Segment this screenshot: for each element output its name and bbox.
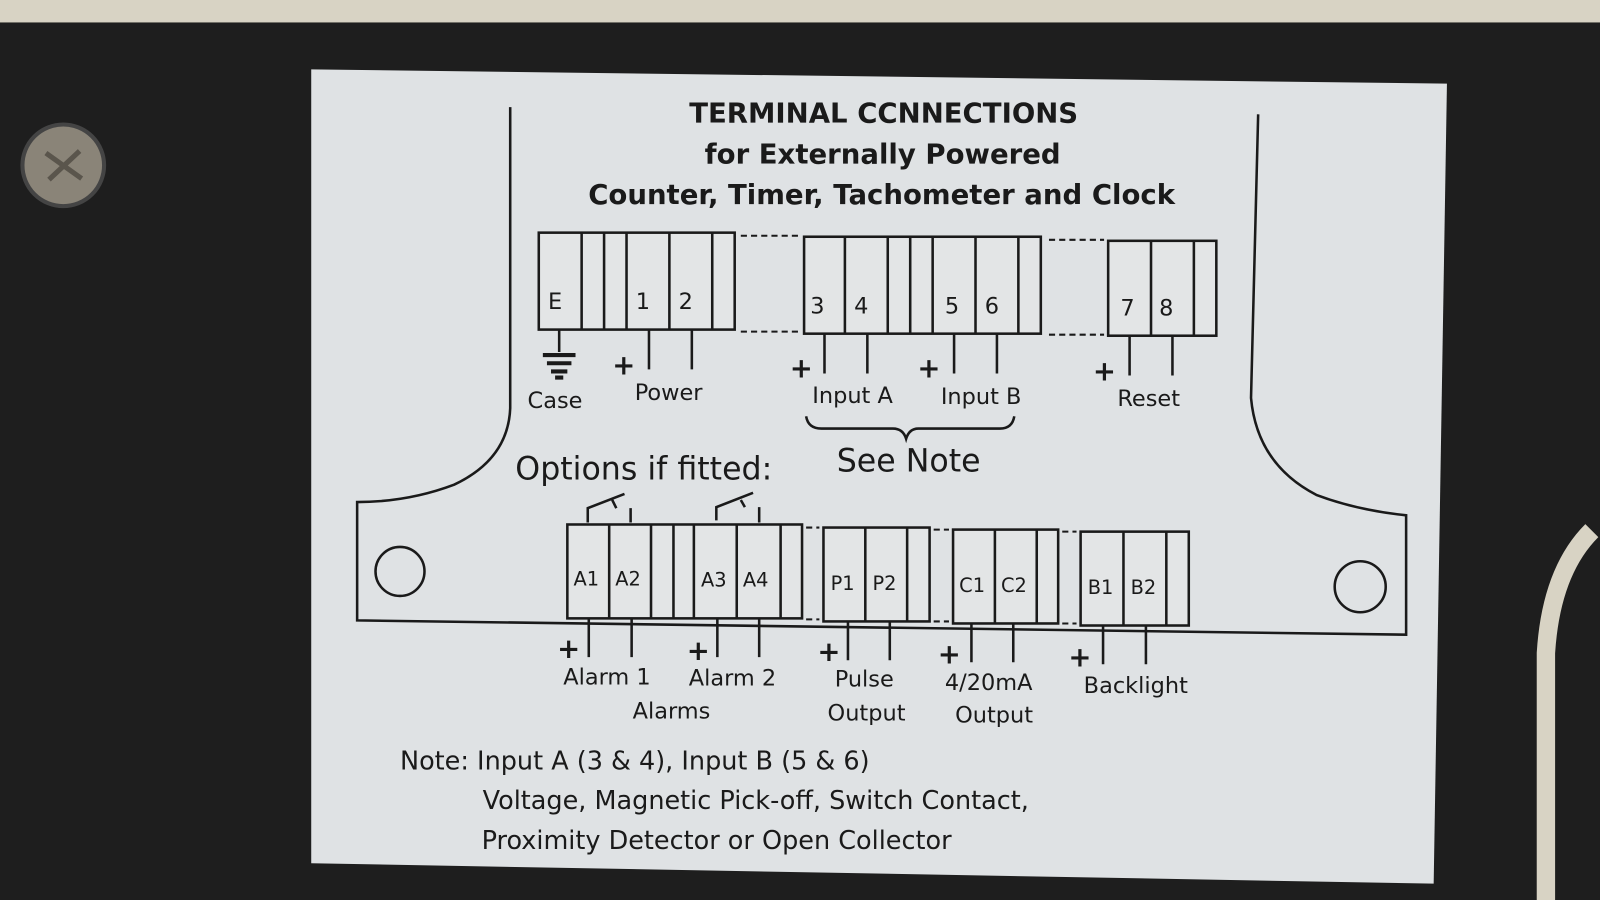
terminal-block-inputs: 3 4 5 6 (802, 235, 1043, 374)
terminal-6: 6 (985, 293, 999, 319)
terminal-5: 5 (945, 293, 959, 319)
terminal-block-backlight: B1 B2 (1079, 530, 1191, 665)
terminal-B2: B2 (1131, 576, 1157, 599)
terminal-8: 8 (1159, 295, 1173, 321)
terminal-A3: A3 (701, 569, 727, 592)
label-power: Power (635, 380, 704, 406)
label-see-note: See Note (837, 443, 981, 479)
terminal-2: 2 (679, 289, 693, 315)
terminal-A4: A4 (743, 569, 769, 592)
label-4-20ma: 4/20mA (945, 670, 1033, 696)
panel-outline (355, 107, 1408, 636)
ground-icon (542, 353, 576, 380)
plus-input-b: + (917, 353, 940, 385)
title-line3: Counter, Timer, Tachometer and Clock (588, 179, 1176, 211)
note-line1: Note: Input A (3 & 4), Input B (5 & 6) (400, 746, 870, 776)
terminal-P1: P1 (831, 572, 855, 595)
terminal-block-reset: 7 8 (1106, 239, 1218, 376)
label-pulse: Pulse (835, 667, 894, 693)
terminal-block-power: E 1 2 (537, 231, 736, 380)
label-current-output: Output (955, 702, 1033, 728)
terminal-block-alarms: A1 A2 A3 A4 (566, 491, 804, 658)
terminal-1: 1 (636, 289, 650, 315)
options-heading: Options if fitted: (515, 452, 772, 488)
label-alarms: Alarms (633, 698, 711, 724)
plus-current: + (938, 638, 961, 670)
label-input-b: Input B (941, 384, 1022, 410)
brace (804, 416, 1016, 444)
plus-pulse: + (817, 636, 840, 668)
terminal-block-pulse: P1 P2 (822, 526, 931, 661)
label-reset: Reset (1117, 386, 1180, 412)
label-case: Case (528, 388, 583, 414)
mounting-hole-left (374, 545, 426, 598)
plus-alarm1: + (557, 633, 580, 665)
terminal-E: E (548, 289, 562, 315)
terminal-C2: C2 (1001, 574, 1027, 597)
note-line3: Proximity Detector or Open Collector (482, 826, 952, 856)
mounting-hole-right (1333, 559, 1387, 614)
screw-slot (44, 149, 84, 182)
label-backlight: Backlight (1084, 673, 1188, 699)
terminal-7: 7 (1120, 295, 1134, 321)
label-alarm2: Alarm 2 (689, 666, 776, 692)
title-line1: TERMINAL CCNNECTIONS (689, 97, 1078, 129)
terminal-A1: A1 (573, 568, 599, 591)
terminal-C1: C1 (959, 574, 985, 597)
label-pulse-output: Output (828, 700, 906, 726)
terminal-block-current: C1 C2 (951, 528, 1060, 663)
terminal-4: 4 (854, 293, 868, 319)
label-alarm1: Alarm 1 (563, 665, 650, 691)
note-line2: Voltage, Magnetic Pick-off, Switch Conta… (483, 786, 1029, 816)
cable (1536, 524, 1599, 900)
plus-power: + (612, 349, 635, 381)
plus-reset: + (1093, 356, 1116, 388)
housing-top-edge (0, 0, 1600, 23)
terminal-3: 3 (810, 293, 824, 319)
label-input-a: Input A (812, 383, 893, 409)
plus-input-a: + (790, 353, 813, 385)
plus-backlight: + (1068, 641, 1091, 673)
terminal-A2: A2 (615, 568, 641, 591)
terminal-B1: B1 (1088, 576, 1114, 599)
plus-alarm2: + (687, 635, 710, 667)
title-line2: for Externally Powered (705, 138, 1061, 170)
relay-contact-icon (586, 491, 761, 523)
terminal-P2: P2 (872, 572, 896, 595)
